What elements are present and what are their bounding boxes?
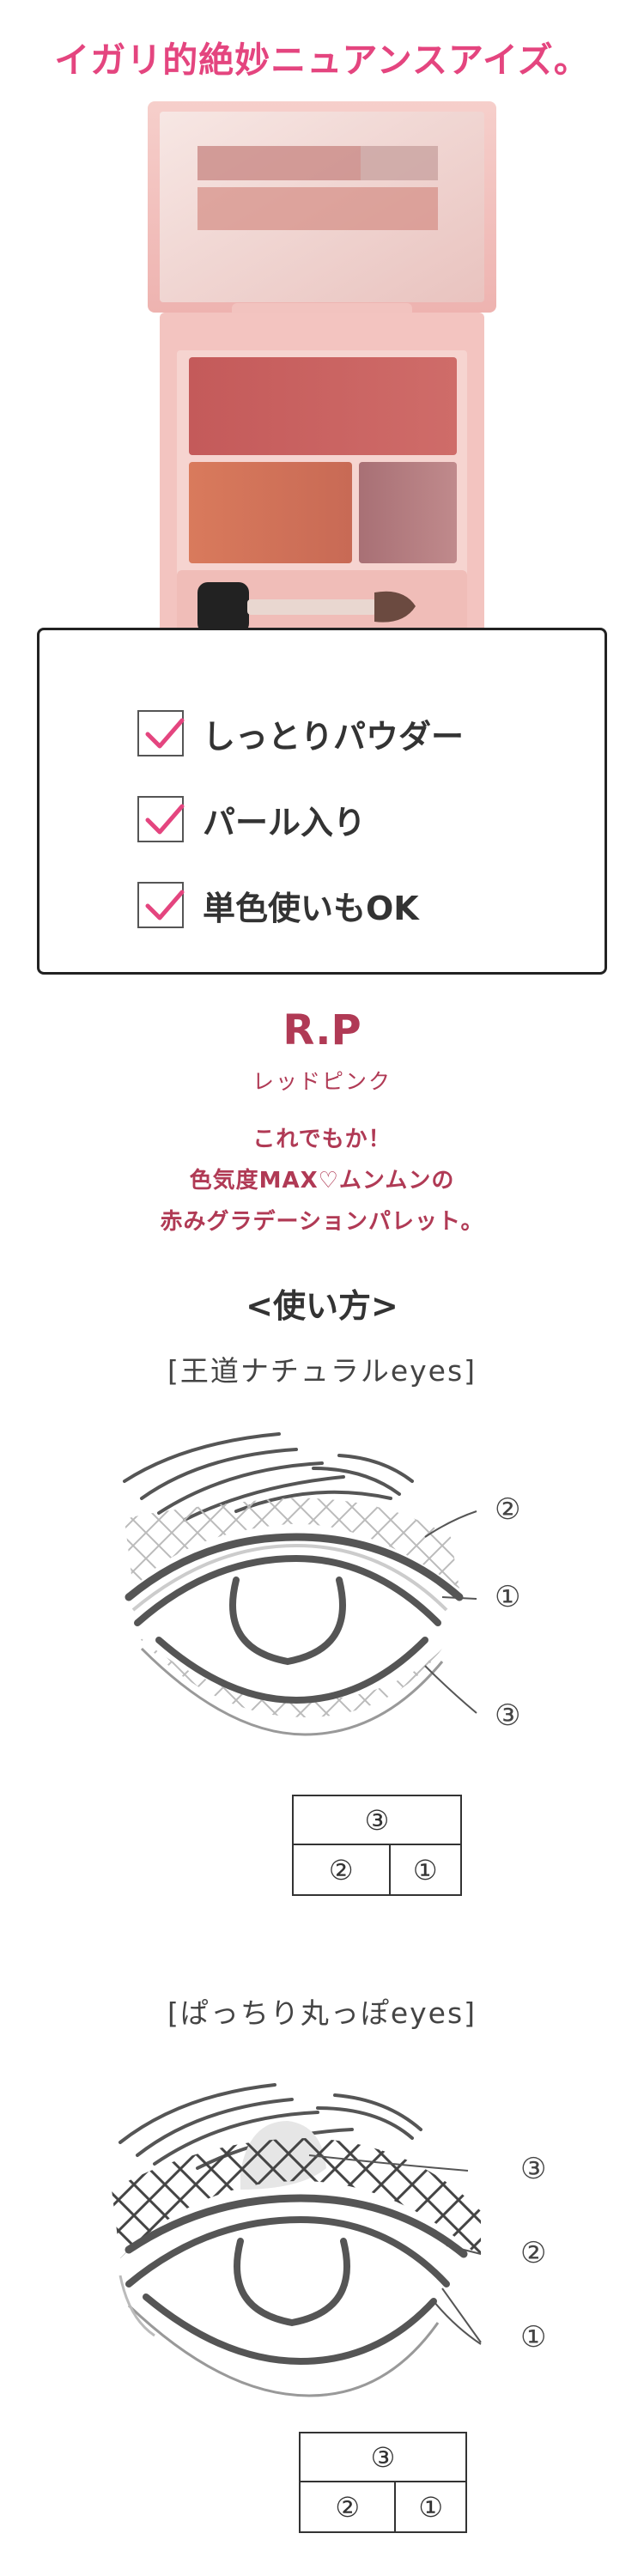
grid-bottom-left-cell: ② bbox=[301, 2482, 397, 2531]
checkbox bbox=[137, 796, 185, 842]
feature-item: 単色使いもOK bbox=[137, 879, 419, 931]
feature-item: しっとりパウダー bbox=[137, 708, 464, 759]
features-box bbox=[37, 628, 607, 975]
description-line: 赤みグラデーションパレット。 bbox=[160, 1209, 484, 1235]
callout-label: ③ bbox=[495, 1698, 521, 1733]
eye-diagram-icon bbox=[123, 1432, 477, 1736]
callout-label: ① bbox=[520, 2320, 547, 2354]
product-code: R.P bbox=[283, 1006, 361, 1054]
headline: イガリ的絶妙ニュアンスアイズ。 bbox=[54, 39, 590, 81]
description-line: 色気度MAX♡ムンムンの bbox=[189, 1168, 455, 1194]
feature-item: パール入り bbox=[137, 793, 366, 845]
callout-label: ③ bbox=[520, 2152, 547, 2186]
eye-diagram-icon bbox=[112, 2083, 482, 2397]
feature-label: パール入り bbox=[203, 803, 367, 841]
eyeshadow-palette-icon bbox=[148, 101, 496, 656]
description-line: これでもか！ bbox=[252, 1127, 392, 1152]
how-to-title: <使い方> bbox=[246, 1287, 398, 1325]
check-icon bbox=[145, 718, 185, 749]
grid-bottom-right-cell: ① bbox=[418, 2490, 444, 2524]
feature-label: しっとりパウダー bbox=[203, 717, 465, 756]
placement-grid: ③ ② ① bbox=[292, 1795, 462, 1896]
grid-top-cell: ③ bbox=[294, 1796, 460, 1845]
shade-name: レッドピンク bbox=[252, 1069, 392, 1094]
placement-grid: ③ ② ① bbox=[299, 2432, 467, 2533]
grid-bottom-right-cell: ① bbox=[412, 1853, 438, 1886]
checkbox bbox=[137, 710, 185, 756]
check-icon bbox=[145, 804, 185, 835]
style-title: [ぱっちり丸っぽeyes] bbox=[167, 1996, 477, 2030]
callout-label: ② bbox=[495, 1492, 521, 1527]
checkbox bbox=[137, 882, 185, 928]
callout-label: ① bbox=[495, 1580, 521, 1614]
style-title: [王道ナチュラルeyes] bbox=[167, 1354, 477, 1388]
callout-label: ② bbox=[520, 2236, 547, 2270]
grid-top-cell: ③ bbox=[301, 2433, 465, 2482]
feature-label: 単色使いもOK bbox=[203, 889, 419, 927]
applicator-brush-icon bbox=[197, 582, 416, 634]
check-icon bbox=[145, 890, 185, 920]
grid-bottom-left-cell: ② bbox=[294, 1845, 391, 1894]
